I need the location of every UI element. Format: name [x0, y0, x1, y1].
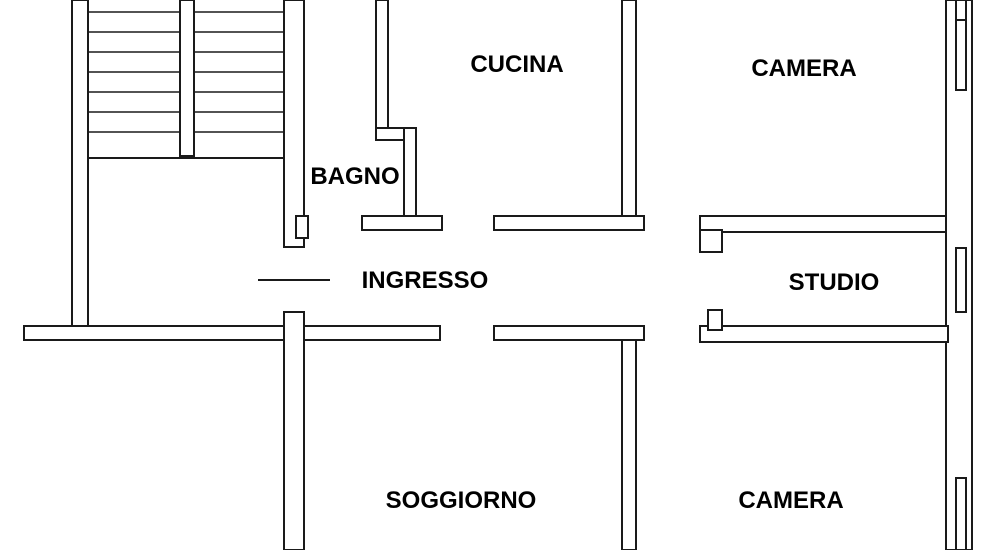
exterior-windows	[955, 0, 967, 550]
room-label-bagno: BAGNO	[310, 163, 399, 190]
ingresso-walls	[23, 279, 645, 550]
room-label-cucina: CUCINA	[470, 51, 563, 78]
room-label-studio: STUDIO	[789, 269, 880, 296]
staircase	[71, 0, 305, 327]
stair-steps	[88, 11, 284, 133]
cucina-walls	[493, 0, 645, 231]
room-label-camera-bottom: CAMERA	[738, 487, 843, 514]
room-label-ingresso: INGRESSO	[362, 267, 489, 294]
bagno-walls	[295, 0, 443, 239]
camera-studio-walls	[699, 0, 973, 550]
room-label-soggiorno: SOGGIORNO	[386, 487, 537, 514]
room-label-camera-top: CAMERA	[751, 55, 856, 82]
